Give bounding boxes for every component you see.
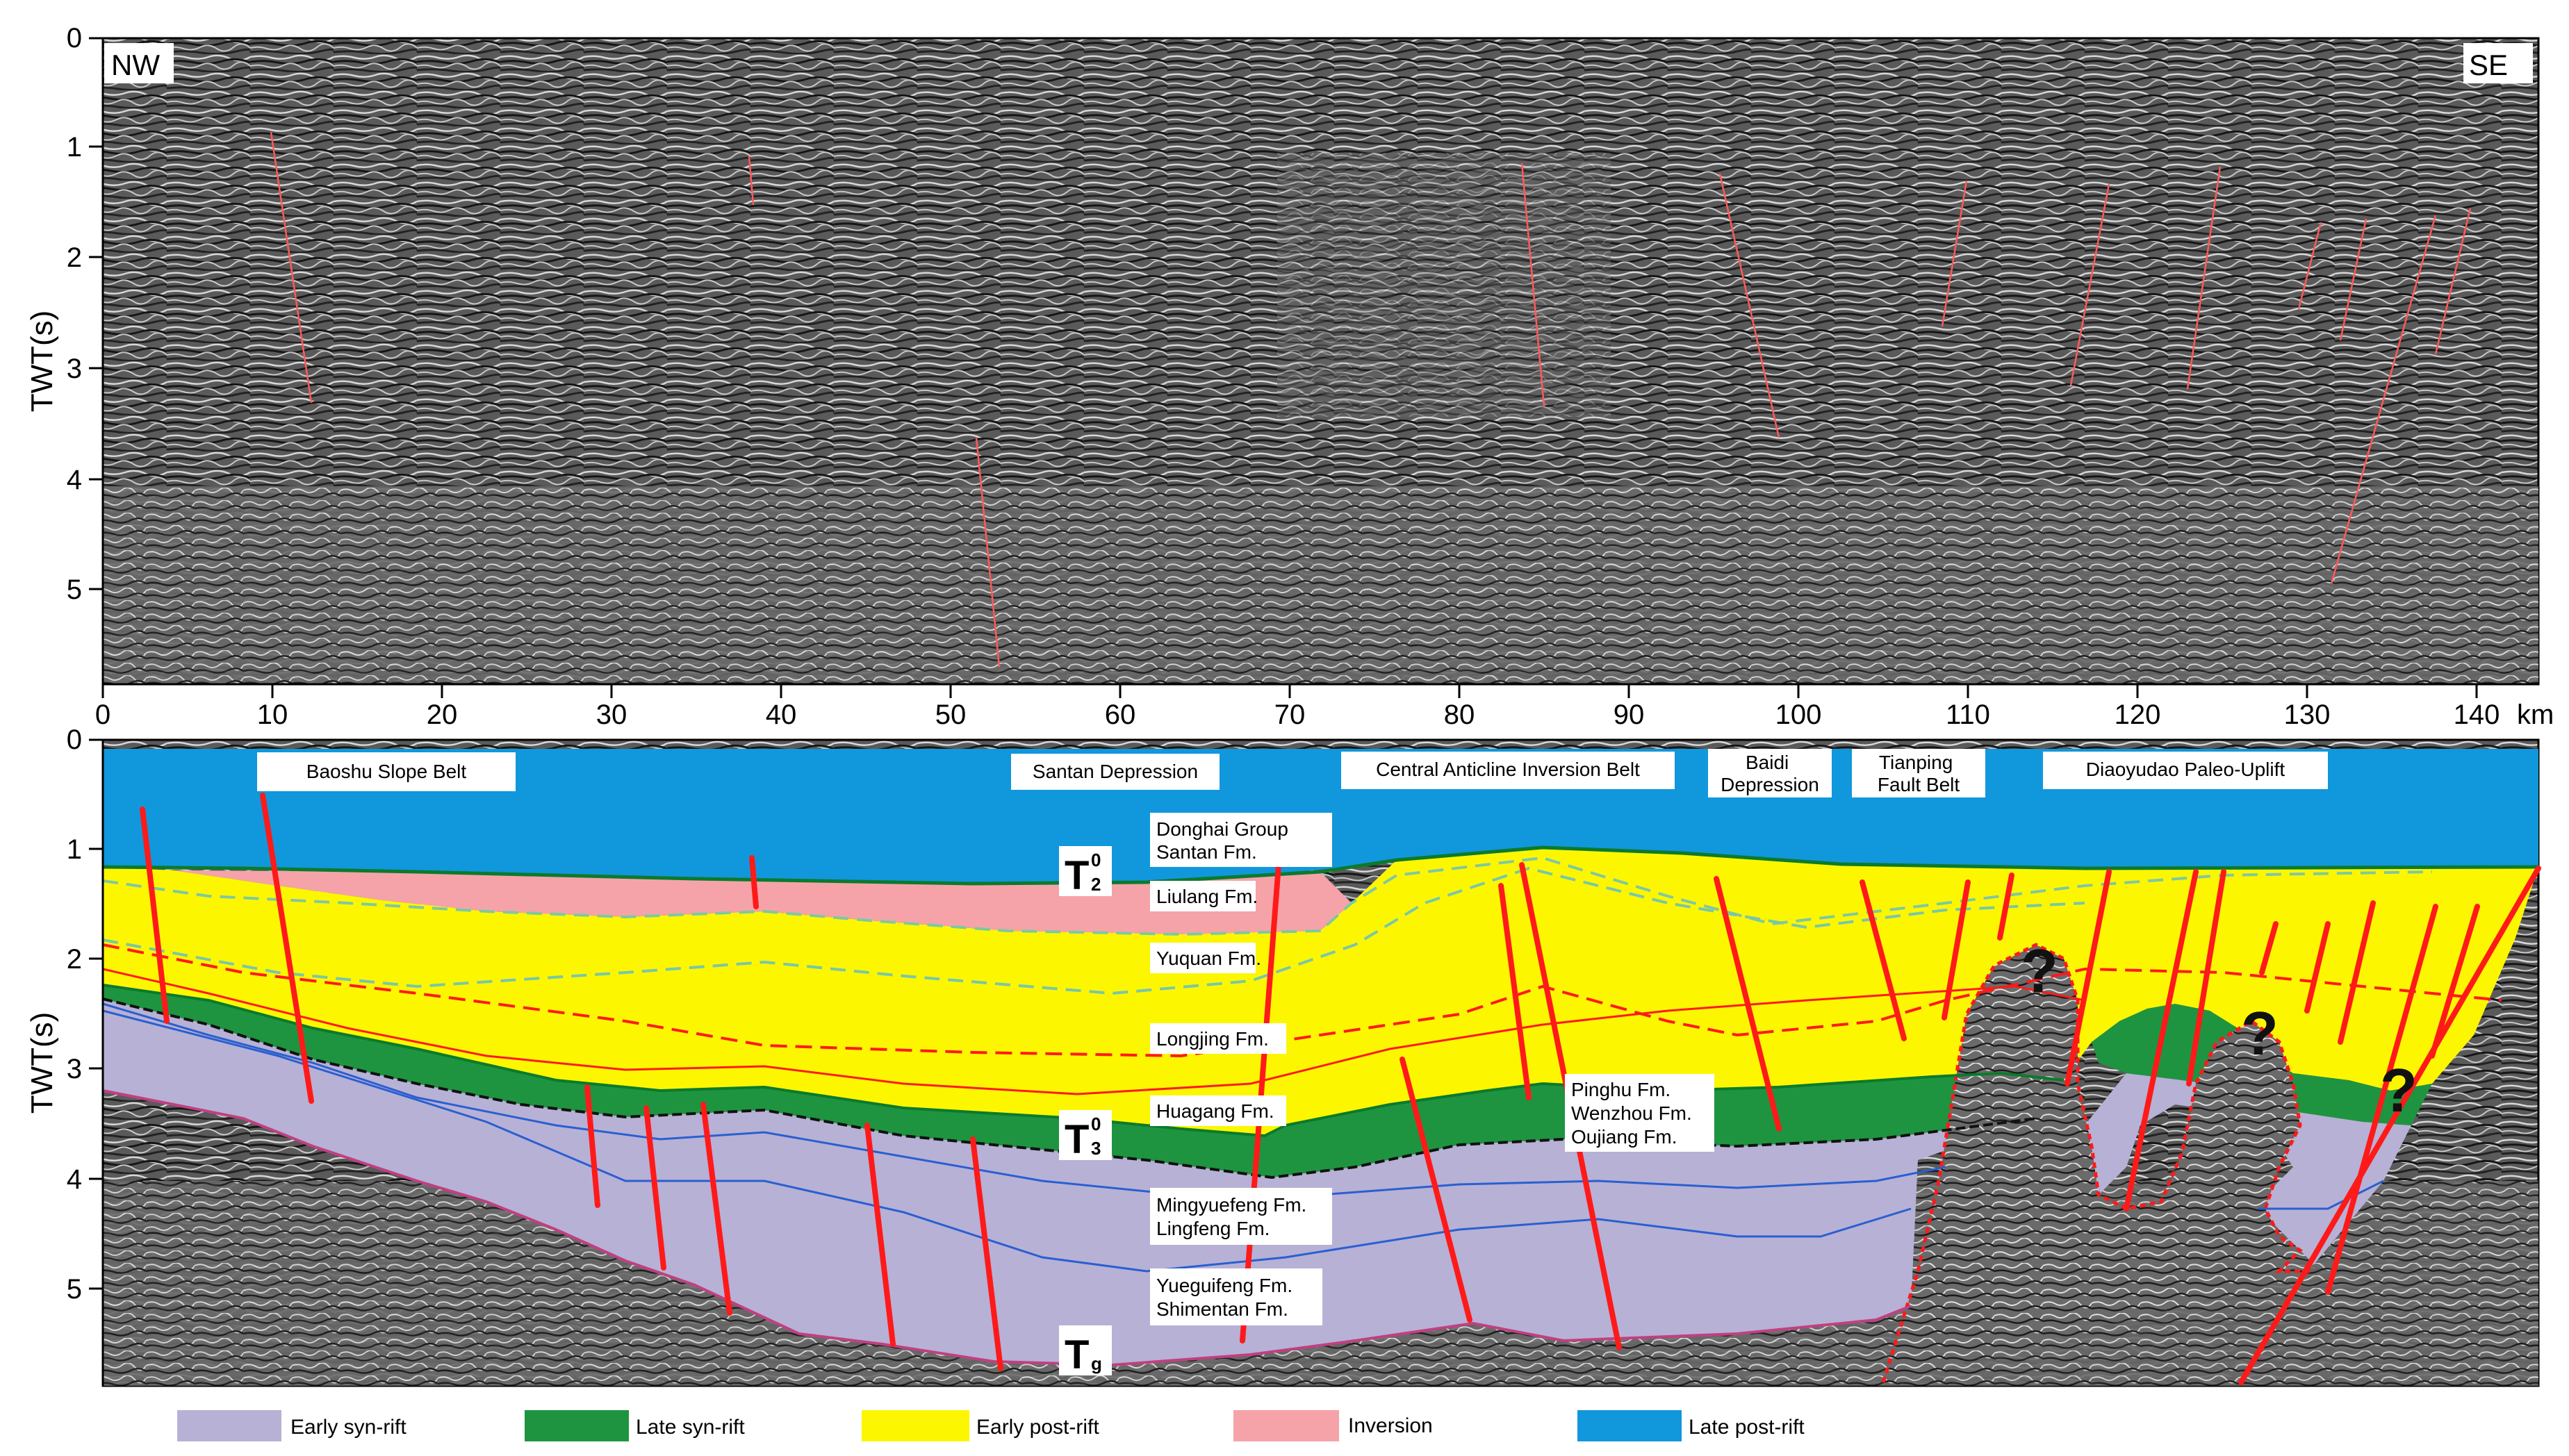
bottom-y-tick: 1	[67, 834, 82, 865]
question-mark: ?	[2021, 936, 2058, 1005]
horizon-lines	[102, 845, 2539, 1367]
legend-item-early-syn-rift: Early syn-rift	[177, 1410, 407, 1441]
x-axis	[101, 683, 2538, 698]
svg-text:Early syn-rift: Early syn-rift	[290, 1416, 407, 1439]
unit-labels: Baoshu Slope Belt Santan Depression Cent…	[257, 749, 2328, 797]
early-syn-rift-layer	[103, 999, 2036, 1365]
top-seismic-panel: NW SE 0 1	[25, 23, 2554, 730]
unit-label-baoshu: Baoshu Slope Belt	[306, 761, 467, 782]
nw-label: NW	[111, 49, 160, 81]
bottom-y-axis-label: TWT(s)	[25, 1012, 59, 1114]
unit-label-baidi: Baidi Depression	[1721, 752, 1819, 795]
unit-label-central-anticline: Central Anticline Inversion Belt	[1376, 759, 1640, 780]
x-tick: 40	[766, 700, 797, 730]
se-label: SE	[2469, 49, 2508, 81]
bottom-y-tick: 0	[67, 725, 82, 755]
svg-text:Late post-rift: Late post-rift	[1689, 1416, 1805, 1439]
bottom-y-tick: 4	[67, 1164, 82, 1195]
question-mark: ?	[2241, 999, 2279, 1068]
formation-label-pinghu: Pinghu Fm.Wenzhou Fm.Oujiang Fm.	[1571, 1079, 1692, 1148]
top-y-axis	[89, 37, 104, 684]
x-tick: 60	[1105, 700, 1136, 730]
bottom-interpreted-panel: ? ? ? Baoshu Slope Belt Santan Depressio…	[25, 725, 2541, 1387]
svg-text:2: 2	[1091, 874, 1101, 895]
unit-label-baidi-text: Baidi	[1746, 752, 1789, 773]
svg-text:Inversion: Inversion	[1348, 1414, 1433, 1437]
x-tick: 10	[257, 700, 288, 730]
formation-label-yueguifeng: Yueguifeng Fm.Shimentan Fm.	[1156, 1275, 1292, 1320]
top-y-tick: 3	[67, 354, 82, 384]
bottom-y-axis	[89, 738, 104, 1386]
svg-text:Early post-rift: Early post-rift	[976, 1416, 1099, 1439]
x-tick: 140	[2454, 700, 2500, 730]
x-unit: km	[2517, 700, 2554, 730]
early-post-rift-layer	[103, 847, 2538, 1136]
x-tick: 110	[1946, 700, 1990, 730]
svg-text:g: g	[1091, 1353, 1102, 1374]
x-tick: 90	[1614, 700, 1645, 730]
top-y-tick: 0	[67, 23, 82, 53]
inversion-layer	[174, 870, 1352, 934]
legend-item-inversion: Inversion	[1233, 1410, 1433, 1441]
svg-text:3: 3	[1091, 1138, 1101, 1159]
horizon-markers: T 0 2 T 0 3 T g	[1059, 846, 1112, 1378]
unit-label-tianping: Tianping Fault Belt	[1878, 752, 1960, 795]
legend-item-early-post-rift: Early post-rift	[862, 1410, 1099, 1441]
interpreted-faults	[140, 793, 2541, 1385]
x-tick: 50	[935, 700, 967, 730]
question-mark: ?	[2380, 1056, 2418, 1125]
bottom-y-tick: 5	[67, 1274, 82, 1305]
legend: Early syn-rift Late syn-rift Early post-…	[177, 1410, 1805, 1441]
top-fault-traces	[270, 131, 2472, 668]
top-y-tick: 2	[67, 242, 82, 273]
legend-item-late-post-rift: Late post-rift	[1577, 1410, 1805, 1441]
x-tick: 100	[1775, 700, 1822, 730]
bottom-y-tick: 2	[67, 944, 82, 975]
legend-item-late-syn-rift: Late syn-rift	[525, 1410, 745, 1441]
top-y-tick: 1	[67, 132, 82, 163]
x-tick: 70	[1274, 700, 1306, 730]
formation-label-mingyuefeng: Mingyuefeng Fm.Lingfeng Fm.	[1156, 1194, 1306, 1239]
paleo-uplift-outline	[1881, 943, 2314, 1383]
formation-label-liulang: Liulang Fm.	[1156, 886, 1258, 907]
x-tick: 80	[1444, 700, 1475, 730]
top-y-tick: 5	[67, 574, 82, 605]
svg-text:0: 0	[1091, 850, 1101, 870]
formation-label-longjing: Longjing Fm.	[1156, 1028, 1269, 1050]
svg-text:Late syn-rift: Late syn-rift	[636, 1416, 745, 1439]
bottom-y-tick: 3	[67, 1054, 82, 1084]
x-tick: 130	[2284, 700, 2331, 730]
horizon-t20: T	[1065, 853, 1089, 898]
top-y-axis-label: TWT(s)	[25, 311, 59, 413]
svg-text:0: 0	[1091, 1114, 1101, 1134]
top-y-tick: 4	[67, 465, 82, 495]
horizon-t30: T	[1065, 1117, 1089, 1162]
horizon-tg: T	[1065, 1332, 1089, 1378]
x-tick: 0	[95, 700, 110, 730]
unit-label-diaoyudao: Diaoyudao Paleo-Uplift	[2086, 759, 2285, 780]
formation-label-yuquan: Yuquan Fm.	[1156, 948, 1261, 969]
x-tick: 30	[596, 700, 627, 730]
x-tick: 20	[427, 700, 458, 730]
formation-label-huagang: Huagang Fm.	[1156, 1100, 1274, 1122]
unit-label-santan: Santan Depression	[1033, 761, 1198, 782]
x-tick: 120	[2115, 700, 2161, 730]
